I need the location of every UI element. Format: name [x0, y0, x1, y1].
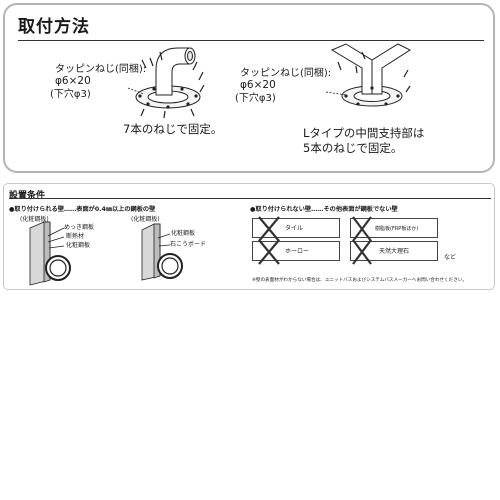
left-screw-size: φ6×20	[55, 75, 91, 87]
conditions-divider	[9, 198, 491, 199]
right-caption-line1: Lタイプの中間支持部は	[303, 126, 425, 140]
left-caption: 7本のねじで固定。	[123, 122, 223, 136]
installation-conditions-panel	[3, 183, 495, 290]
ng-enamel-label: ホーロー	[285, 248, 310, 255]
ng-resin-box: 樹脂板(FRP板ほか)	[350, 216, 438, 242]
cross-icon	[258, 216, 280, 242]
right-pilot-hole: (下穴φ3)	[235, 93, 276, 104]
title-divider	[18, 40, 484, 41]
wall-a-layer-2: 断熱材	[66, 233, 85, 240]
right-caption-line2: 5本のねじで固定。	[303, 141, 403, 155]
installation-conditions-title: 設置条件	[9, 191, 46, 201]
cross-icon	[352, 239, 372, 265]
ng-resin-label: 樹脂板(FRP板ほか)	[375, 226, 419, 232]
mounting-method-title: 取付方法	[18, 17, 90, 37]
ng-wall-heading: ●取り付けられない壁……その他表面が鋼板でない壁	[250, 206, 398, 213]
wall-a-layer-3: 化粧鋼板	[66, 242, 91, 249]
ng-tile-label: タイル	[285, 225, 304, 232]
wall-b-top-label: (化粧鋼板)	[131, 216, 160, 223]
ok-wall-heading: ●取り付けられる壁……表面が0.4㎜以上の鋼板の壁	[9, 206, 156, 213]
mounting-method-panel	[3, 3, 495, 173]
ng-tile-box: タイル	[252, 216, 340, 242]
wall-b-layer-1: 化粧鋼板	[171, 230, 196, 237]
ng-etc-label: など	[444, 254, 457, 261]
manufacturer-note: ※壁の表面材がわからない場合は、ユニットバスおよびシステムバスメーカーへお問い合…	[252, 278, 468, 283]
left-screw-label: タッピンねじ(同梱):	[55, 64, 147, 75]
cross-icon	[258, 239, 280, 265]
right-screw-label: タッピンねじ(同梱):	[240, 68, 332, 79]
wall-a-top-label: (化粧鋼板)	[20, 216, 49, 223]
ng-marble-box: 天然大理石	[350, 239, 438, 265]
right-screw-size: φ6×20	[240, 79, 276, 91]
wall-b-layer-2: 石こうボード	[170, 241, 207, 248]
cross-icon	[352, 216, 372, 242]
wall-a-layer-1: めっき鋼板	[64, 224, 95, 231]
ng-marble-label: 天然大理石	[379, 248, 410, 255]
left-pilot-hole: (下穴φ3)	[50, 89, 91, 100]
ng-enamel-box: ホーロー	[252, 239, 340, 265]
